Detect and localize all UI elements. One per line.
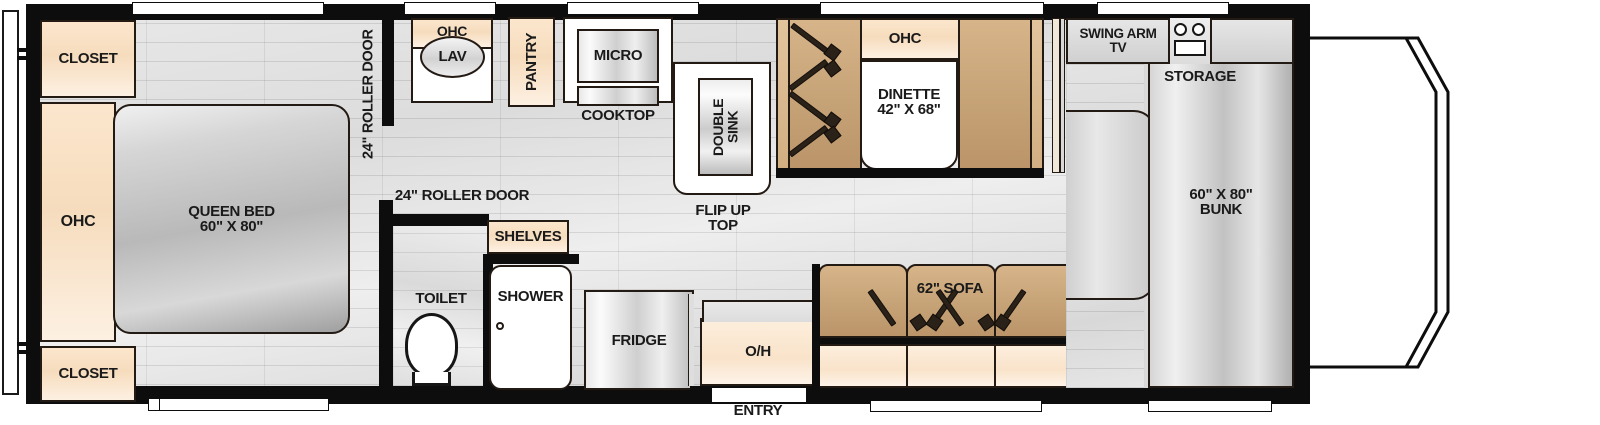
wall-bath-top	[379, 214, 489, 226]
dash-screen-icon	[1174, 40, 1206, 56]
sofa-seat-left[interactable]	[818, 264, 908, 338]
shelves[interactable]	[487, 220, 569, 254]
window-top-5	[1097, 2, 1229, 15]
wall-bedroom-divider	[382, 20, 394, 126]
sofa-base-left[interactable]	[818, 344, 908, 388]
fridge-edge	[688, 294, 694, 386]
bunk-body[interactable]	[1148, 20, 1294, 388]
dinette-table[interactable]	[860, 60, 958, 170]
window-top-2	[404, 2, 496, 15]
overhead-entry-cabinet[interactable]	[700, 318, 816, 386]
window-top-1	[132, 2, 324, 15]
lav-basin[interactable]	[420, 36, 485, 78]
sofa-side-wall	[812, 264, 820, 392]
micro[interactable]	[577, 29, 659, 83]
fridge[interactable]	[584, 290, 694, 390]
toilet-base	[412, 372, 451, 386]
rear-bumper-arm-top2	[17, 56, 31, 60]
window-top-3	[567, 2, 699, 15]
entry-threshold-left	[690, 386, 712, 404]
wall-front-right	[1294, 4, 1310, 404]
dash-gauge-left-icon	[1174, 23, 1187, 36]
entry-door-opening[interactable]	[712, 388, 806, 402]
rear-bumper	[2, 10, 19, 395]
sofa-base-mid[interactable]	[906, 344, 996, 388]
double-sink[interactable]	[698, 78, 753, 176]
cooktop[interactable]	[577, 86, 659, 106]
cabover-divider-strip-2	[1060, 18, 1065, 173]
closet-bottom[interactable]	[40, 346, 136, 402]
wall-dinette-base	[776, 168, 1044, 178]
wall-rear-left	[26, 4, 40, 404]
entry-step-floor	[702, 300, 814, 322]
dinette-bench-right[interactable]	[958, 18, 1034, 170]
wall-shower-left	[483, 254, 493, 394]
shower-drain-icon	[496, 322, 504, 330]
rear-bumper-arm-top	[17, 48, 31, 52]
bunk-overhang[interactable]	[1066, 110, 1156, 300]
sofa-base-right[interactable]	[994, 344, 1076, 388]
closet-top[interactable]	[40, 20, 136, 98]
queen-bed[interactable]	[113, 104, 350, 334]
window-bottom-2	[159, 398, 329, 411]
wall-bath-left	[379, 200, 393, 404]
rear-bumper-arm-bot2	[17, 350, 31, 354]
cabover-divider-strip	[1052, 18, 1060, 173]
dinette-bench-right-outer[interactable]	[1030, 18, 1044, 170]
dash-gauge-right-icon	[1192, 23, 1205, 36]
rear-bumper-arm-bot	[17, 342, 31, 346]
ohc-bedroom[interactable]	[40, 102, 116, 342]
toilet-bowl[interactable]	[405, 313, 458, 377]
sofa-front-rail	[812, 338, 1080, 344]
wall-bottom	[26, 386, 1310, 404]
cab-outline	[1298, 30, 1455, 375]
window-bottom-4	[1148, 400, 1272, 412]
pantry[interactable]	[508, 17, 555, 107]
entry-threshold-right	[806, 386, 828, 404]
window-bottom-3	[870, 400, 1042, 412]
window-top-4	[820, 2, 1044, 15]
wall-shower-top	[483, 254, 579, 264]
